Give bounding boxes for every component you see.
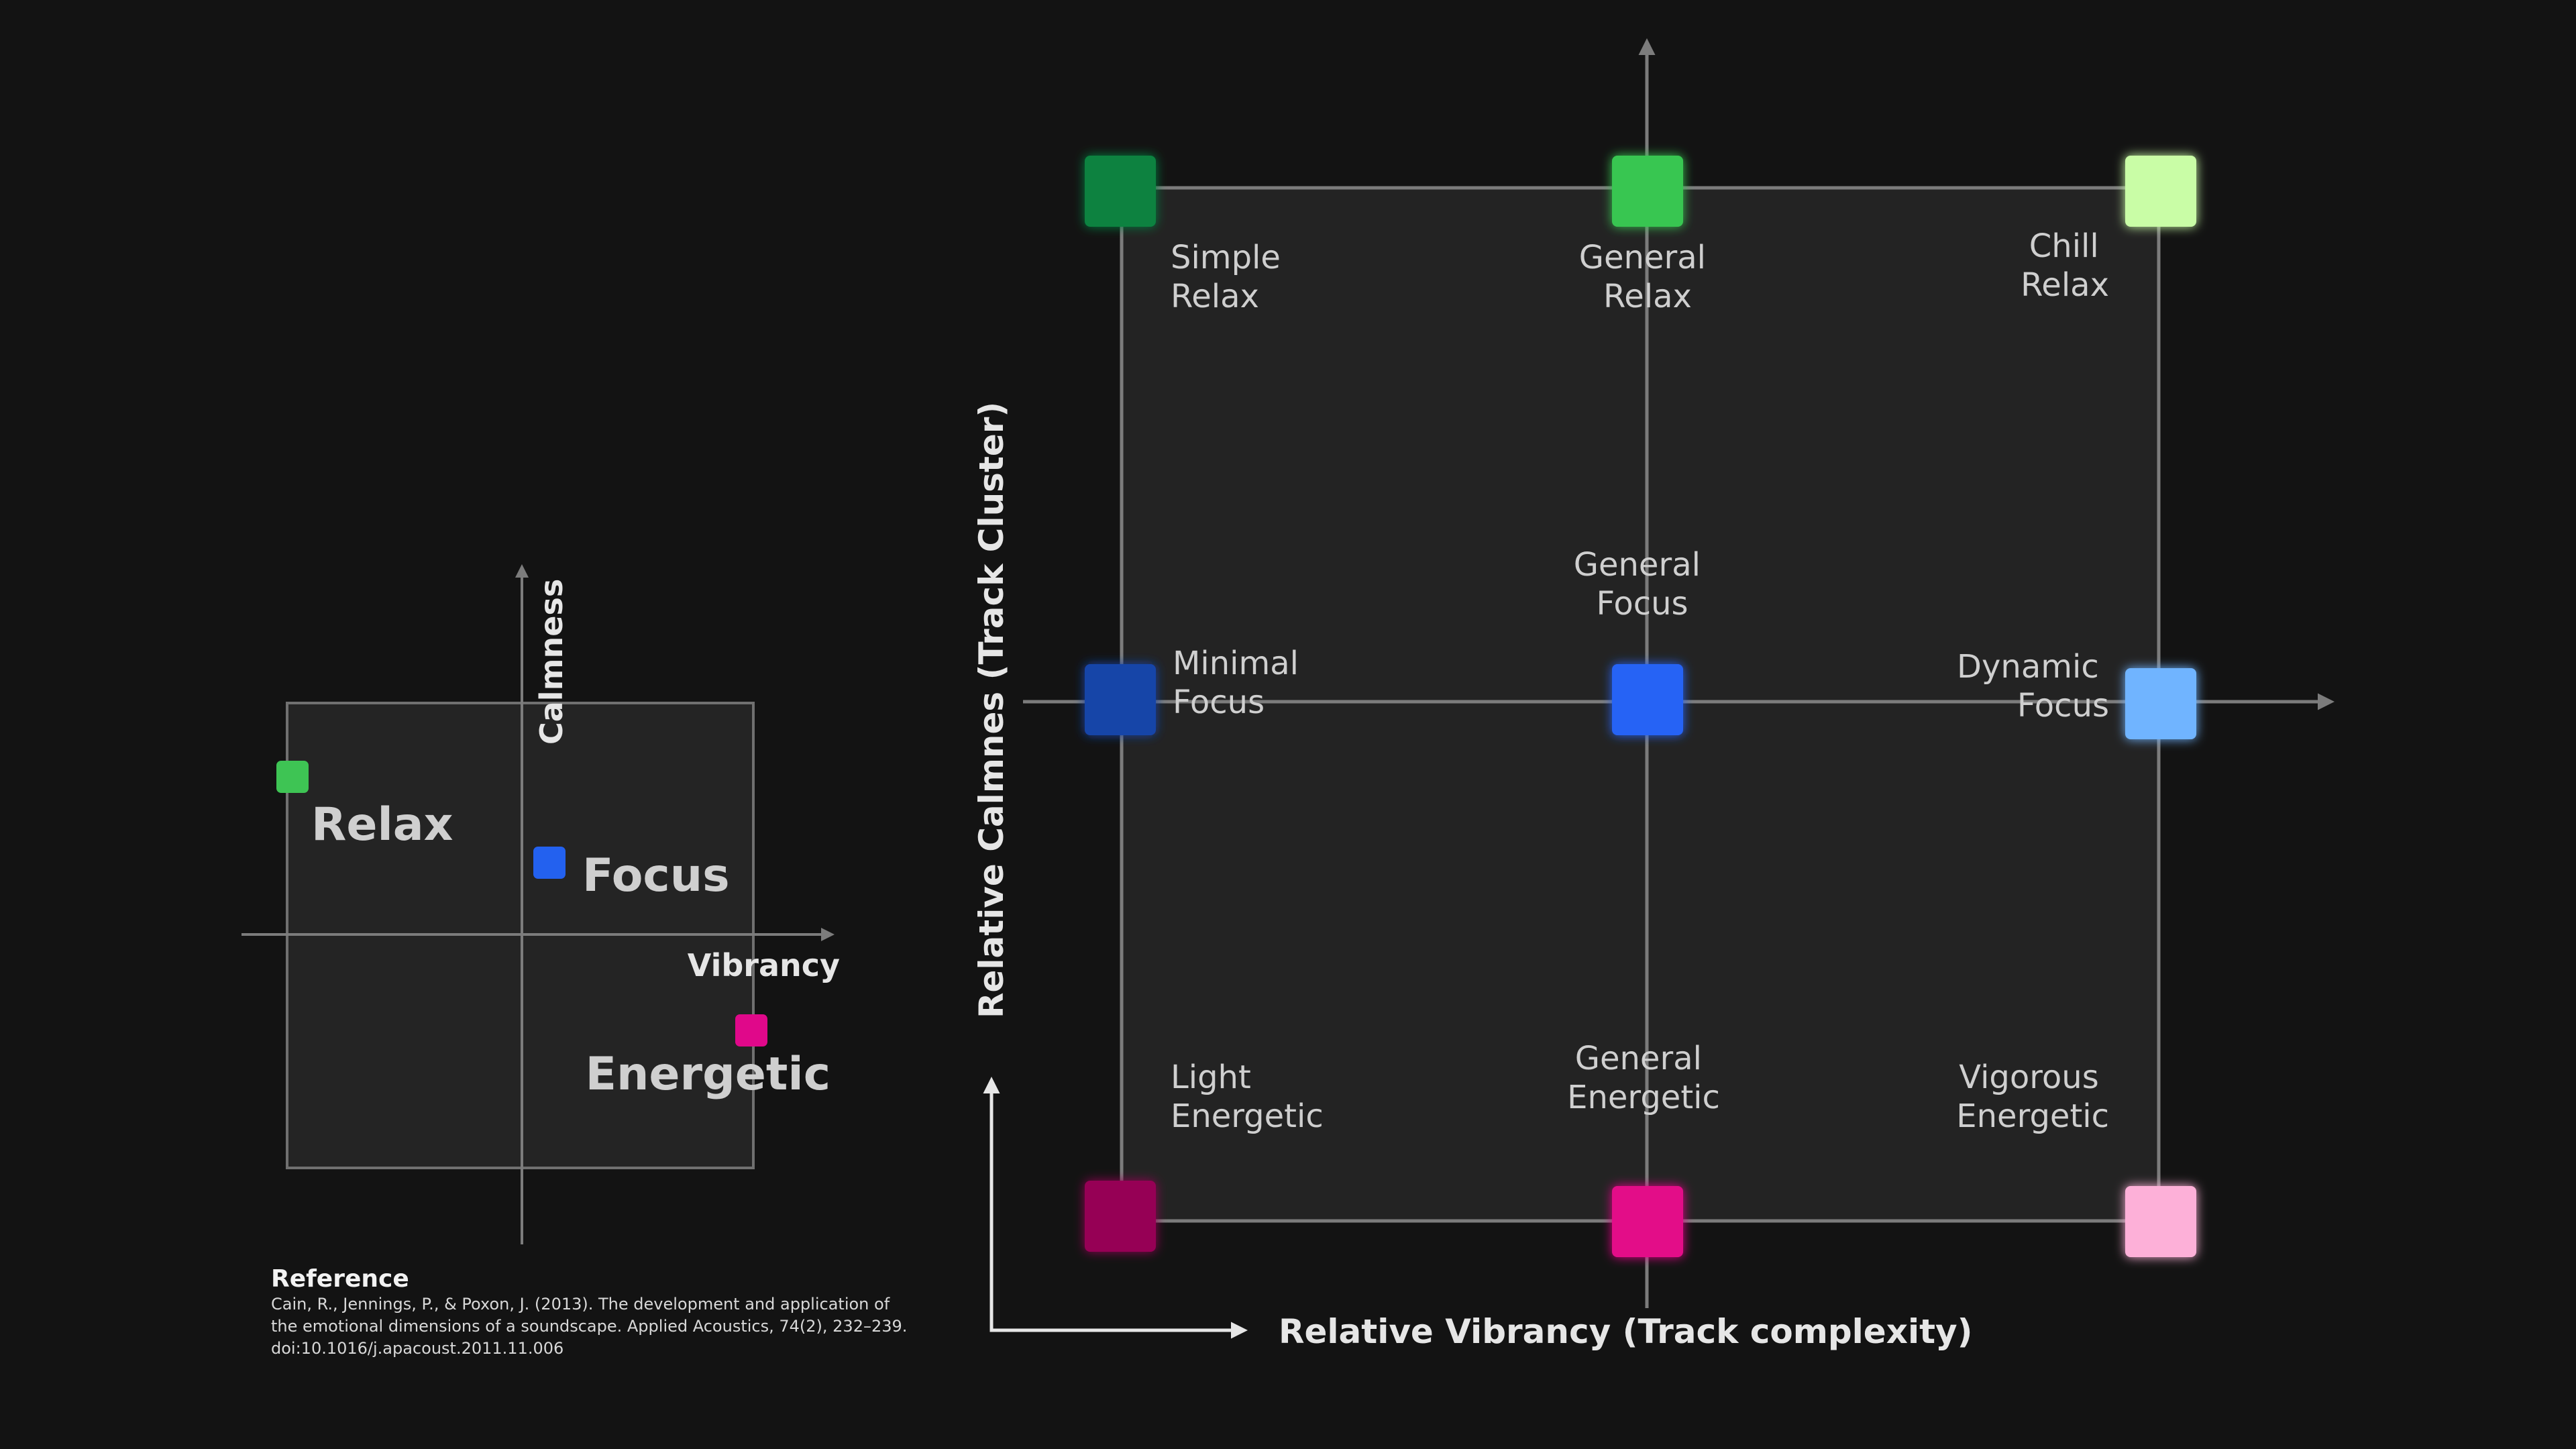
reference-line-1: Cain, R., Jennings, P., & Poxon, J. (201… [271,1295,890,1313]
chill-relax-marker [2125,156,2196,227]
general-relax-label: General Relax [1579,239,1716,315]
dynamic-focus-label: Dynamic Focus [1957,648,2109,724]
general-focus-label: General Focus [1574,546,1711,623]
vigorous-energetic-label: Vigorous Energetic [1956,1059,2109,1135]
chill-relax-label: Chill Relax [2021,227,2109,304]
general-energetic-marker [1612,1186,1683,1257]
small-map-y-axis-label: Calmness [533,579,570,745]
simple-relax-marker [1085,156,1156,227]
small-mood-map: Calmness Vibrancy Relax Focus Energetic [241,564,840,1244]
energetic-label: Energetic [586,1048,830,1101]
reference-line-3: doi:10.1016/j.apacoust.2011.11.006 [271,1339,564,1358]
general-focus-marker [1612,664,1683,735]
energetic-marker [735,1014,767,1046]
outer-axes [983,1077,1248,1339]
simple-relax-label: Simple Relax [1171,239,1291,315]
general-energetic-label: General Energetic [1567,1040,1720,1116]
reference-heading: Reference [271,1265,409,1293]
reference-line-2: the emotional dimensions of a soundscape… [271,1317,907,1336]
vigorous-energetic-marker [2125,1186,2196,1257]
dynamic-focus-marker [2125,668,2196,739]
grid-y-axis-label: Relative Calmnes (Track Cluster) [972,402,1011,1018]
grid-x-axis-label: Relative Vibrancy (Track complexity) [1279,1312,1972,1351]
general-relax-marker [1612,156,1683,227]
focus-marker [533,847,566,879]
minimal-focus-label: Minimal Focus [1173,645,1309,721]
light-energetic-label: Light Energetic [1171,1059,1324,1135]
small-map-x-axis-label: Vibrancy [688,947,840,983]
relax-label: Relax [311,798,453,851]
grid-mood-map: Relative Calmnes (Track Cluster) Relativ… [972,38,2334,1351]
focus-label: Focus [582,849,730,902]
minimal-focus-marker [1085,664,1156,735]
light-energetic-marker [1085,1181,1156,1252]
relax-marker [276,761,309,793]
reference-block: Reference Cain, R., Jennings, P., & Poxo… [271,1265,907,1358]
